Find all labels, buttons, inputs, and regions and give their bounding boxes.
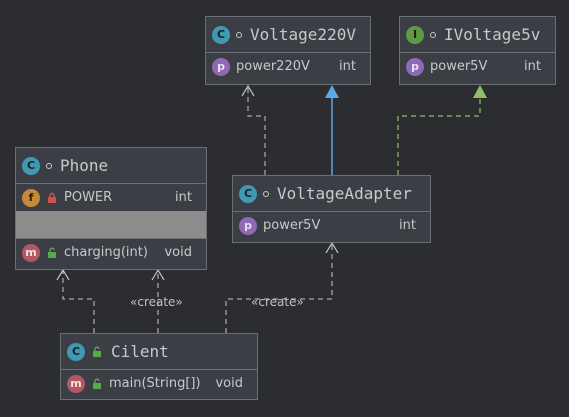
class-title: Voltage220V (250, 25, 356, 44)
class-title: IVoltage5v (444, 25, 541, 44)
class-icon: C (22, 156, 40, 175)
class-icon: C (239, 184, 257, 203)
class-icon: C (212, 25, 230, 44)
create-stereotype-label: «create» (251, 295, 304, 309)
class-voltage220v[interactable]: C Voltage220V p power220V int (205, 16, 371, 85)
member-type: int (339, 59, 356, 74)
member-name: power5V (430, 59, 488, 74)
realization-arrowhead (473, 85, 487, 98)
method-row[interactable]: m main(String[]) void (61, 370, 257, 397)
class-header: C Voltage220V (206, 17, 370, 53)
member-row[interactable]: p power5V int (233, 212, 430, 239)
public-unlock-icon (48, 247, 56, 258)
class-title: Cilent (111, 342, 169, 361)
field-icon: f (22, 188, 40, 207)
public-unlock-icon (93, 346, 101, 357)
class-icon: C (67, 342, 85, 361)
visibility-dot-icon (46, 162, 52, 169)
member-name: main(String[]) (109, 376, 201, 391)
generalization-arrowhead (325, 85, 339, 98)
interface-ivoltage5v[interactable]: I IVoltage5v p power5V int (399, 16, 556, 85)
visibility-dot-icon (430, 31, 436, 38)
property-icon: p (406, 57, 424, 76)
class-title: VoltageAdapter (277, 184, 412, 203)
property-icon: p (212, 57, 230, 76)
divider (16, 238, 206, 239)
member-type: void (215, 376, 243, 391)
member-type: int (175, 190, 192, 205)
member-type: void (164, 245, 192, 260)
member-row[interactable]: p power5V int (400, 53, 555, 80)
dependency-arrowhead-phone-1 (56, 268, 70, 281)
dependency-line-cilent-phone-1 (62, 271, 95, 333)
member-type: int (399, 218, 416, 233)
class-header: C VoltageAdapter (233, 176, 430, 212)
dependency-line-adapter-220v (247, 88, 266, 175)
create-line-cilent-adapter (225, 244, 333, 333)
field-row[interactable]: f POWER int (16, 184, 206, 211)
method-icon: m (22, 243, 40, 262)
create-stereotype-label: «create» (130, 295, 183, 309)
member-name: POWER (64, 190, 113, 205)
method-row[interactable]: m charging(int) void (16, 239, 206, 266)
realization-line (397, 98, 481, 175)
create-arrowhead-phone (151, 268, 165, 281)
interface-icon: I (406, 25, 424, 44)
class-voltage-adapter[interactable]: C VoltageAdapter p power5V int (232, 175, 431, 243)
class-header: I IVoltage5v (400, 17, 555, 53)
member-type: int (524, 59, 541, 74)
public-unlock-icon (93, 378, 101, 389)
class-title: Phone (60, 156, 109, 175)
create-arrowhead-adapter (325, 241, 339, 254)
private-lock-icon (48, 192, 56, 203)
property-icon: p (239, 216, 257, 235)
class-phone[interactable]: C Phone f POWER int m charging(int) void (15, 147, 207, 270)
class-header: C Phone (16, 148, 206, 184)
visibility-dot-icon (263, 190, 269, 197)
member-row[interactable]: p power220V int (206, 53, 370, 80)
member-name: charging(int) (64, 245, 148, 260)
member-name: power5V (263, 218, 321, 233)
method-icon: m (67, 374, 85, 393)
dependency-arrowhead-220v (241, 84, 255, 97)
class-cilent[interactable]: C Cilent m main(String[]) void (60, 333, 258, 400)
empty-compartment (16, 211, 206, 238)
class-header: C Cilent (61, 334, 257, 370)
visibility-dot-icon (236, 31, 242, 38)
member-name: power220V (236, 59, 310, 74)
